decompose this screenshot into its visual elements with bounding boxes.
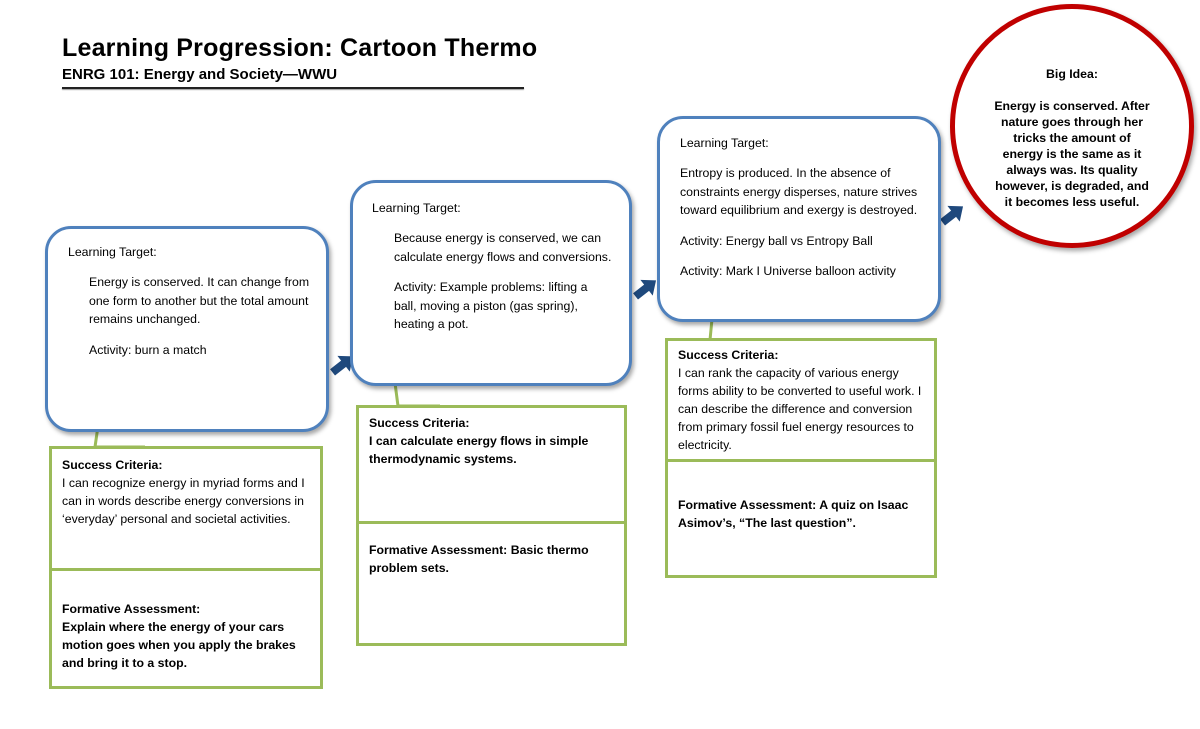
learning-target-text: Because energy is conserved, we can calc… [394,231,612,264]
criteria-box-1: Success Criteria: I can recognize energy… [49,446,323,689]
success-criteria-text: I can recognize energy in myriad forms a… [62,476,305,526]
page-title: Learning Progression: Cartoon Thermo [62,34,538,62]
criteria-box-2: Success Criteria: I can calculate energy… [356,405,627,646]
criteria-divider [665,459,937,462]
formative-assessment-text: Formative Assessment: A quiz on Isaac As… [678,498,909,530]
activity-text: Activity: Energy ball vs Entropy Ball [680,233,873,248]
big-idea-circle: Big Idea: Energy is conserved. After nat… [950,4,1194,248]
learning-target-box-1: Learning Target: Energy is conserved. It… [45,226,329,432]
header-divider [62,87,524,89]
progression-arrow-1 [330,355,354,376]
success-criteria-label: Success Criteria: [62,458,163,472]
success-criteria-text: I can rank the capacity of various energ… [678,366,922,452]
learning-target-label: Learning Target: [372,201,461,215]
learning-target-box-2: Learning Target: Because energy is conse… [350,180,632,386]
success-criteria-label: Success Criteria: [369,416,470,430]
callout-pointer-2 [393,382,440,408]
success-criteria-label: Success Criteria: [678,348,779,362]
criteria-box-3: Success Criteria: I can rank the capacit… [665,338,937,578]
page-subtitle: ENRG 101: Energy and Society—WWU [62,66,338,83]
learning-target-box-3: Learning Target: Entropy is produced. In… [657,116,941,322]
criteria-divider [49,568,323,571]
learning-target-label: Learning Target: [68,245,157,259]
criteria-divider [356,521,627,524]
activity-text: Activity: burn a match [89,342,207,357]
formative-assessment-text: Explain where the energy of your cars mo… [62,620,296,670]
learning-target-text: Energy is conserved. It can change from … [89,275,310,326]
progression-arrow-2 [633,279,657,300]
progression-arrow-3 [940,205,964,226]
success-criteria-text: I can calculate energy flows in simple t… [369,434,589,466]
learning-target-text: Entropy is produced. In the absence of c… [680,166,918,217]
activity-text: Activity: Example problems: lifting a ba… [394,280,588,331]
big-idea-text: Energy is conserved. After nature goes t… [994,99,1150,209]
formative-assessment-label: Formative Assessment: [62,602,201,616]
big-idea-label: Big Idea: [1046,67,1098,81]
activity-text: Activity: Mark I Universe balloon activi… [680,264,896,278]
callout-pointer-3 [708,318,790,342]
learning-target-label: Learning Target: [680,136,769,150]
formative-assessment-text: Formative Assessment: Basic thermo probl… [369,543,589,575]
